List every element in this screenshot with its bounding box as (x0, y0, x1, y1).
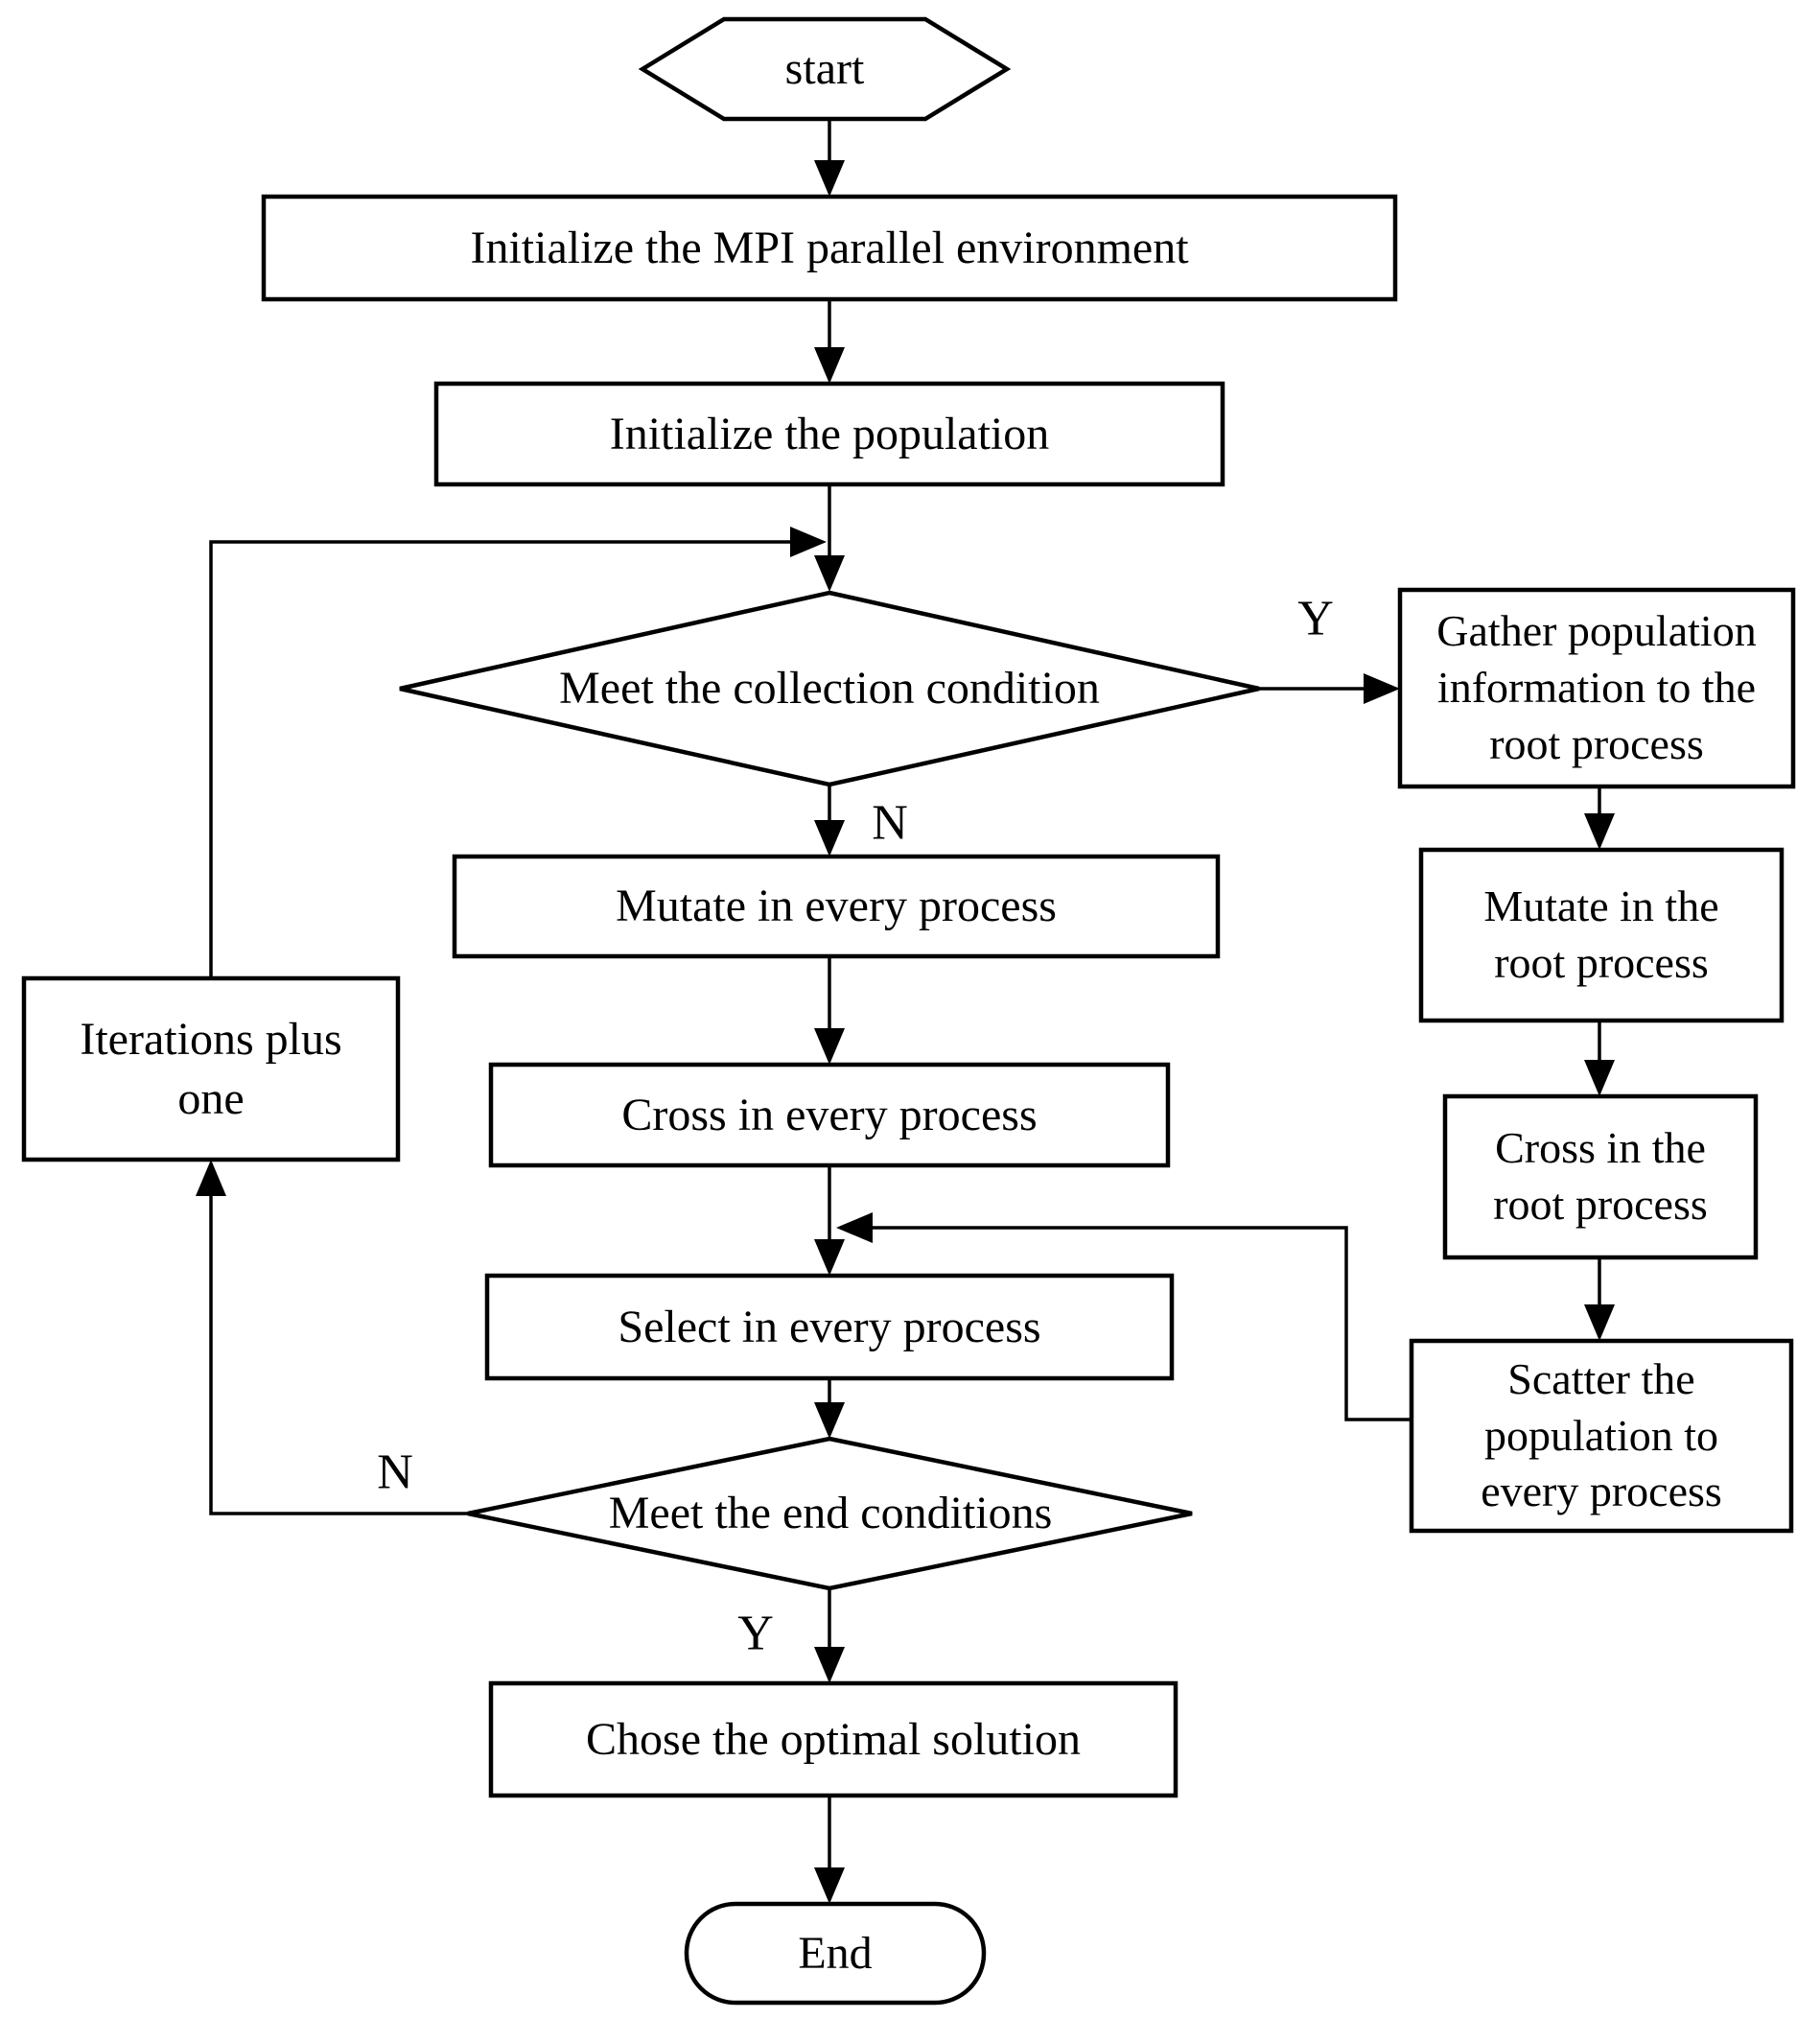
init-mpi-box (261, 194, 1398, 302)
mutate-root-box (1418, 847, 1785, 1023)
select-every-box (484, 1273, 1175, 1381)
arrowhead-left-icon (836, 1212, 873, 1243)
arrowhead-down-icon (1584, 1060, 1615, 1096)
gather-box (1397, 587, 1796, 789)
arrowhead-down-icon (814, 1402, 845, 1439)
edge-end-condition-no (209, 1196, 468, 1515)
arrowhead-up-icon (196, 1160, 226, 1196)
arrowhead-down-icon (814, 1239, 845, 1276)
cross-every-box (488, 1062, 1171, 1168)
arrowhead-down-icon (814, 347, 845, 384)
edge-loop-from-iterations (209, 540, 790, 978)
arrowhead-right-icon (790, 527, 827, 557)
end-condition-diamond (467, 1436, 1193, 1591)
edge-scatter-feedback (873, 1226, 1412, 1421)
arrowhead-down-icon (814, 555, 845, 592)
choose-optimal-box (488, 1680, 1178, 1798)
scatter-box (1409, 1338, 1794, 1534)
mutate-every-box (452, 854, 1221, 959)
arrowhead-down-icon (814, 1028, 845, 1065)
collection-condition-diamond (399, 590, 1260, 787)
cross-root-box (1442, 1093, 1759, 1260)
arrowhead-down-icon (814, 1867, 845, 1904)
arrowhead-down-icon (814, 1647, 845, 1683)
init-population-box (433, 381, 1225, 487)
arrowhead-right-icon (1364, 673, 1400, 704)
arrowhead-down-icon (814, 160, 845, 197)
start-hexagon (638, 16, 1012, 122)
arrowhead-down-icon (814, 820, 845, 857)
arrowhead-down-icon (1584, 813, 1615, 850)
iterations-box (21, 975, 401, 1162)
arrowhead-down-icon (1584, 1304, 1615, 1341)
end-stadium (684, 1901, 987, 2006)
